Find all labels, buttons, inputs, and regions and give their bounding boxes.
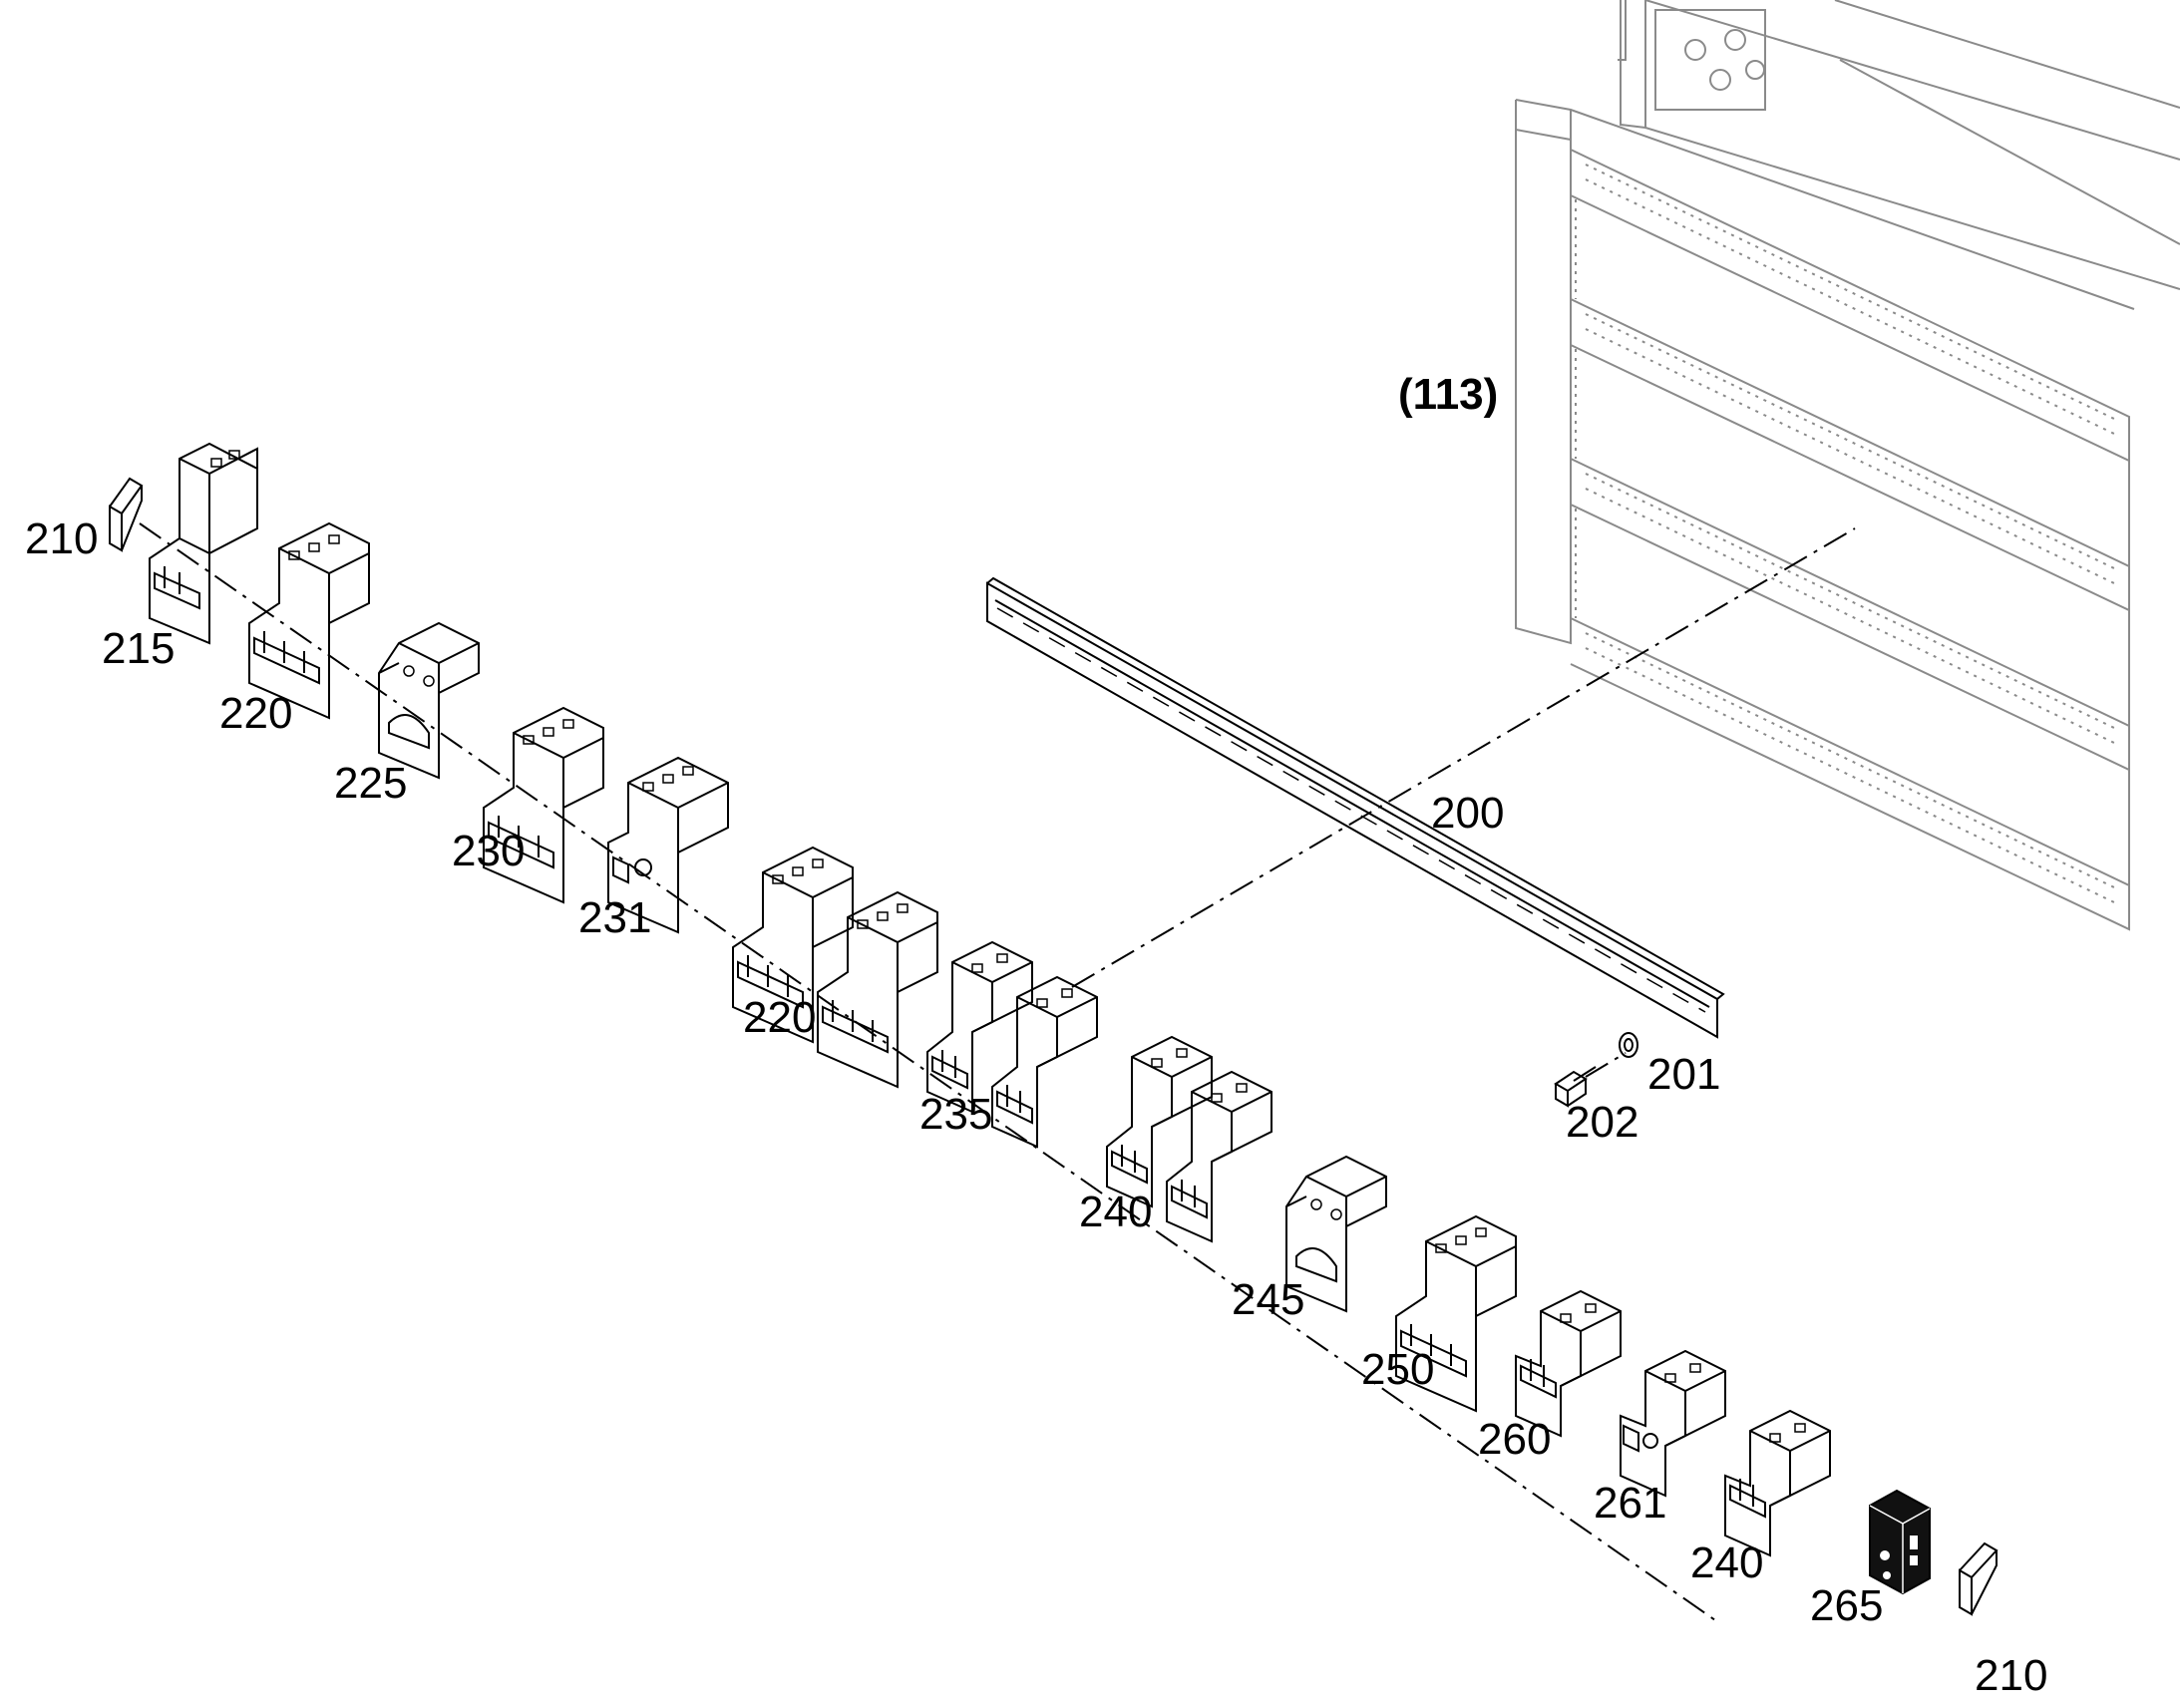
module-245: [1285, 1155, 1387, 1313]
cabinet-with-cable-ducts: [1515, 0, 2180, 931]
callout-module-225: 225: [334, 759, 407, 808]
callout-rail: 200: [1431, 789, 1504, 838]
terminal-block-265: [1869, 1489, 1931, 1595]
module-260: [1515, 1289, 1622, 1438]
screw-axis-line: [1585, 1052, 1627, 1078]
module-240-a-second: [1166, 1070, 1272, 1243]
din-rail: [986, 576, 1725, 1039]
module-250: [1395, 1214, 1517, 1413]
module-235-first: [926, 940, 1033, 1114]
module-235-second: [991, 975, 1098, 1149]
callout-module-240-a: 240: [1079, 1188, 1152, 1236]
callout-module-215: 215: [102, 624, 175, 673]
callout-module-235: 235: [919, 1090, 992, 1139]
callout-module-261: 261: [1594, 1479, 1666, 1528]
callout-end-stop-right: 210: [1975, 1651, 2047, 1700]
callout-module-260: 260: [1478, 1415, 1551, 1464]
callout-module-220-b: 220: [743, 993, 816, 1042]
callout-end-stop-left: 210: [25, 514, 98, 563]
callout-washer: 201: [1647, 1050, 1720, 1099]
callout-module-265: 265: [1810, 1581, 1883, 1630]
module-231: [607, 756, 729, 934]
module-230: [483, 706, 604, 904]
callout-cabinet: (113): [1398, 370, 1498, 419]
module-225: [378, 621, 480, 780]
module-261: [1620, 1349, 1726, 1498]
module-240-b: [1724, 1409, 1831, 1557]
washer-and-screw: [1554, 1032, 1638, 1108]
callout-module-250: 250: [1361, 1345, 1434, 1394]
module-220-b-second: [817, 890, 938, 1089]
callout-module-220-a: 220: [219, 689, 292, 738]
callout-module-245: 245: [1232, 1275, 1304, 1324]
module-220-b-first: [732, 846, 854, 1044]
module-215: [149, 442, 258, 645]
callout-module-240-b: 240: [1690, 1538, 1763, 1587]
end-stop-left: [109, 477, 144, 552]
module-240-a-first: [1106, 1035, 1213, 1208]
module-220-a: [248, 521, 370, 720]
callout-module-230: 230: [452, 827, 525, 875]
end-stop-right: [1959, 1541, 1998, 1616]
callout-module-231: 231: [578, 893, 651, 942]
callout-screw: 202: [1566, 1098, 1638, 1147]
rail-mounting-line: [1071, 527, 1856, 988]
